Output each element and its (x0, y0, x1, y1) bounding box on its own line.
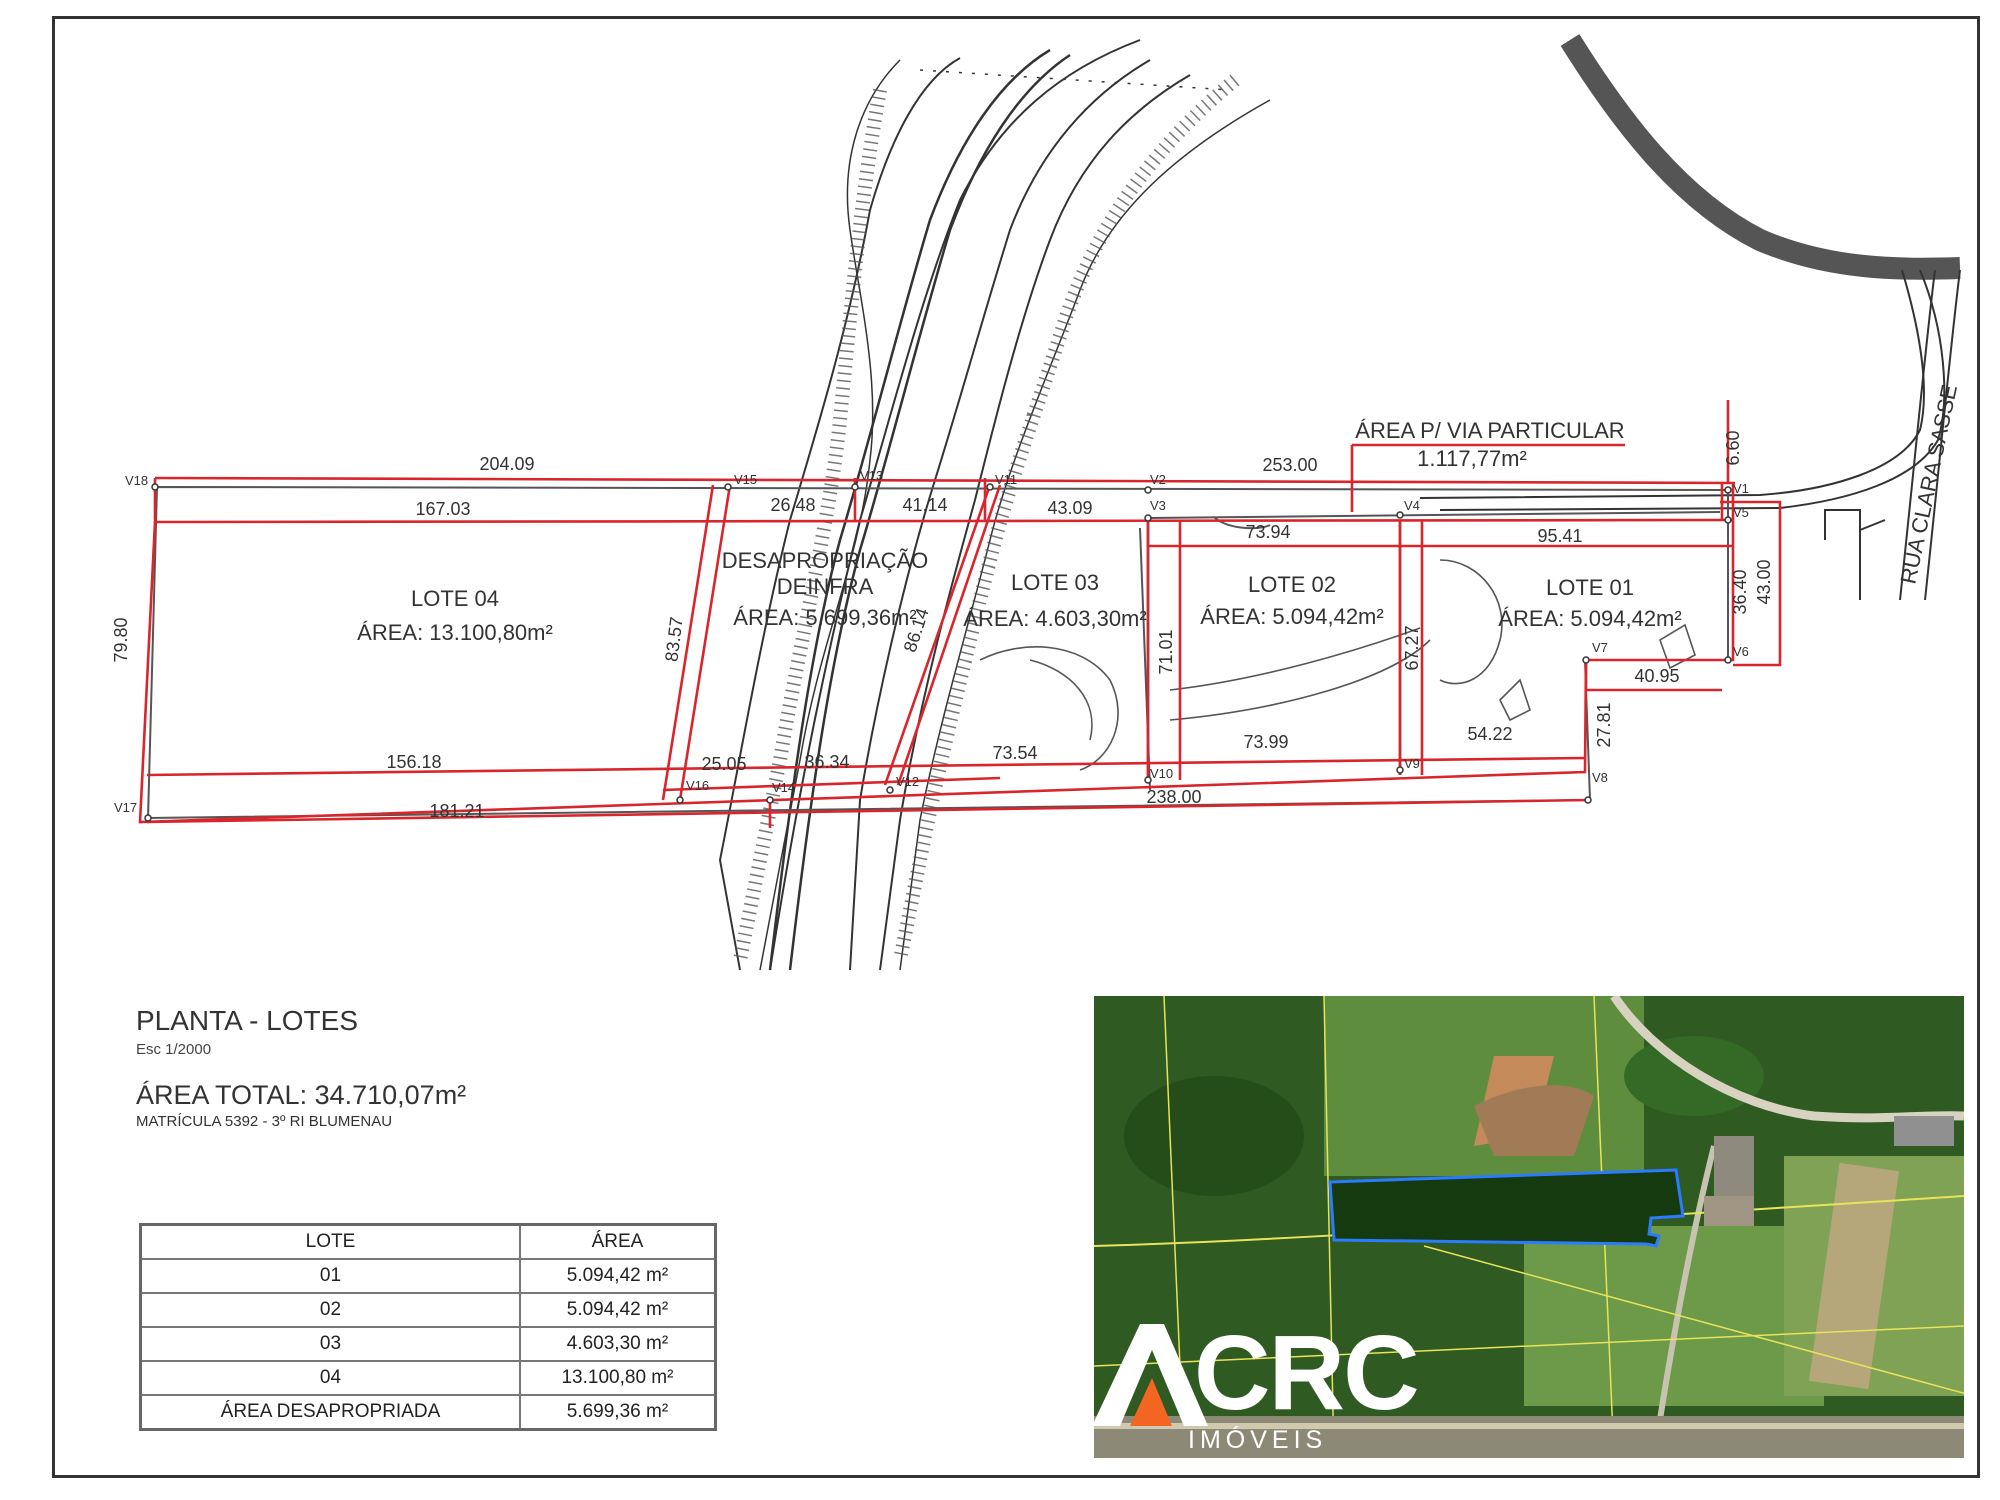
lot-labels: LOTE 04 ÁREA: 13.100,80m² DESAPROPRIAÇÃO… (357, 418, 1682, 645)
vertex-v1: V1 (1733, 481, 1749, 496)
lot-04-area: ÁREA: 13.100,80m² (357, 620, 553, 645)
dim-67-27: 67.27 (1402, 625, 1422, 670)
cell-area: 13.100,80 m² (518, 1360, 717, 1396)
lot-01-area: ÁREA: 5.094,42m² (1498, 606, 1681, 631)
dim-6-60: 6.60 (1723, 430, 1743, 465)
dim-71-01: 71.01 (1156, 629, 1176, 674)
dim-25-05: 25.05 (701, 754, 746, 774)
dim-54-22: 54.22 (1467, 724, 1512, 744)
cell-lote: 03 (139, 1326, 521, 1362)
vertex-v6: V6 (1733, 644, 1749, 659)
cell-lote: 01 (139, 1258, 521, 1294)
via-label: ÁREA P/ VIA PARTICULAR (1355, 418, 1624, 443)
vertex-v10: V10 (1150, 766, 1173, 781)
acrc-logo: CRC IMÓVEIS (1090, 1320, 1430, 1460)
vertex-v12: V12 (896, 774, 919, 789)
dim-167-03: 167.03 (415, 499, 470, 519)
vertex-v14: V14 (772, 780, 795, 795)
dimension-labels: 204.09 253.00 6.60 167.03 26.48 41.14 43… (111, 430, 1774, 821)
existing-boundary (146, 485, 1729, 820)
dim-41-14: 41.14 (902, 495, 947, 515)
cell-lote: 04 (139, 1360, 521, 1396)
table-header-row: LOTE ÁREA (139, 1223, 717, 1260)
dim-36-34: 36.34 (804, 752, 849, 772)
desap-name-1: DESAPROPRIAÇÃO (722, 548, 929, 573)
vertex-v3: V3 (1150, 498, 1166, 513)
vertex-v8: V8 (1592, 770, 1608, 785)
dim-26-48: 26.48 (770, 495, 815, 515)
dim-95-41: 95.41 (1537, 526, 1582, 546)
dim-253-00: 253.00 (1262, 455, 1317, 475)
dim-43-00: 43.00 (1754, 559, 1774, 604)
desap-area: ÁREA: 5.699,36m² (733, 605, 916, 630)
desap-name-2: DEINFRA (777, 574, 874, 599)
vertex-markers (144, 483, 1732, 822)
vertex-v5: V5 (1733, 505, 1749, 520)
dim-238-00: 238.00 (1146, 787, 1201, 807)
dim-73-94: 73.94 (1245, 522, 1290, 542)
vertex-v18: V18 (125, 473, 148, 488)
dim-156-18: 156.18 (386, 752, 441, 772)
dim-43-09: 43.09 (1047, 498, 1092, 518)
vertex-v17: V17 (114, 800, 137, 815)
area-table: LOTE ÁREA 01 5.094,42 m² 02 5.094,42 m² … (139, 1223, 717, 1431)
dim-204-09: 204.09 (479, 454, 534, 474)
cell-area: 5.699,36 m² (518, 1394, 717, 1431)
vertex-labels: V18 V15 V13 V11 V2 V1 V3 V4 V5 V6 V7 V8 … (114, 468, 1749, 815)
col-lote: LOTE (139, 1223, 521, 1260)
vertex-v11: V11 (995, 472, 1017, 487)
lot-04-name: LOTE 04 (411, 586, 499, 611)
vertex-v7: V7 (1592, 640, 1608, 655)
plan-info: PLANTA - LOTES Esc 1/2000 ÁREA TOTAL: 34… (136, 1005, 466, 1130)
vertex-v2: V2 (1150, 472, 1166, 487)
lot-03-area: ÁREA: 4.603,30m² (963, 606, 1146, 631)
curved-road (1419, 34, 1961, 601)
dim-73-54: 73.54 (992, 743, 1037, 763)
plan-scale: Esc 1/2000 (136, 1041, 212, 1058)
logo-a-mark (1092, 1324, 1208, 1426)
lot-02-name: LOTE 02 (1248, 572, 1336, 597)
cell-area: 5.094,42 m² (518, 1258, 717, 1294)
col-area: ÁREA (518, 1223, 717, 1260)
dim-181-21: 181.21 (429, 801, 484, 821)
vertex-v13: V13 (860, 468, 883, 483)
dim-73-99: 73.99 (1243, 732, 1288, 752)
plan-title: PLANTA - LOTES (136, 1005, 358, 1036)
matricula: MATRÍCULA 5392 - 3º RI BLUMENAU (136, 1113, 393, 1130)
logo-subtext: IMÓVEIS (1188, 1426, 1328, 1454)
vertex-v9: V9 (1404, 756, 1420, 771)
cell-area: 5.094,42 m² (518, 1292, 717, 1328)
highway (718, 39, 1271, 971)
table-row: 03 4.603,30 m² (139, 1326, 717, 1362)
table-row: 04 13.100,80 m² (139, 1360, 717, 1396)
dim-83-57: 83.57 (661, 616, 686, 663)
terrain (979, 559, 1696, 771)
logo-text: CRC (1194, 1314, 1420, 1432)
via-area: 1.117,77m² (1417, 446, 1527, 471)
dim-79-80: 79.80 (111, 617, 131, 662)
cell-lote: 02 (139, 1292, 521, 1328)
lot-03-name: LOTE 03 (1011, 570, 1099, 595)
lot-lines (138, 400, 1782, 828)
drawing-frame (52, 16, 1980, 1478)
table-row: ÁREA DESAPROPRIADA 5.699,36 m² (139, 1394, 717, 1431)
lot-01-name: LOTE 01 (1546, 575, 1634, 600)
vertex-v15: V15 (734, 472, 757, 487)
table-row: 02 5.094,42 m² (139, 1292, 717, 1328)
total-area: ÁREA TOTAL: 34.710,07m² (136, 1080, 467, 1110)
lot-02-area: ÁREA: 5.094,42m² (1200, 604, 1383, 629)
dim-40-95: 40.95 (1634, 666, 1679, 686)
dim-36-40: 36.40 (1730, 569, 1750, 614)
table-row: 01 5.094,42 m² (139, 1258, 717, 1294)
vertex-v4: V4 (1404, 498, 1420, 513)
satellite-map (1094, 996, 1964, 1458)
cell-lote: ÁREA DESAPROPRIADA (139, 1394, 521, 1431)
cell-area: 4.603,30 m² (518, 1326, 717, 1362)
dim-27-81: 27.81 (1594, 702, 1614, 747)
vertex-v16: V16 (686, 778, 709, 793)
